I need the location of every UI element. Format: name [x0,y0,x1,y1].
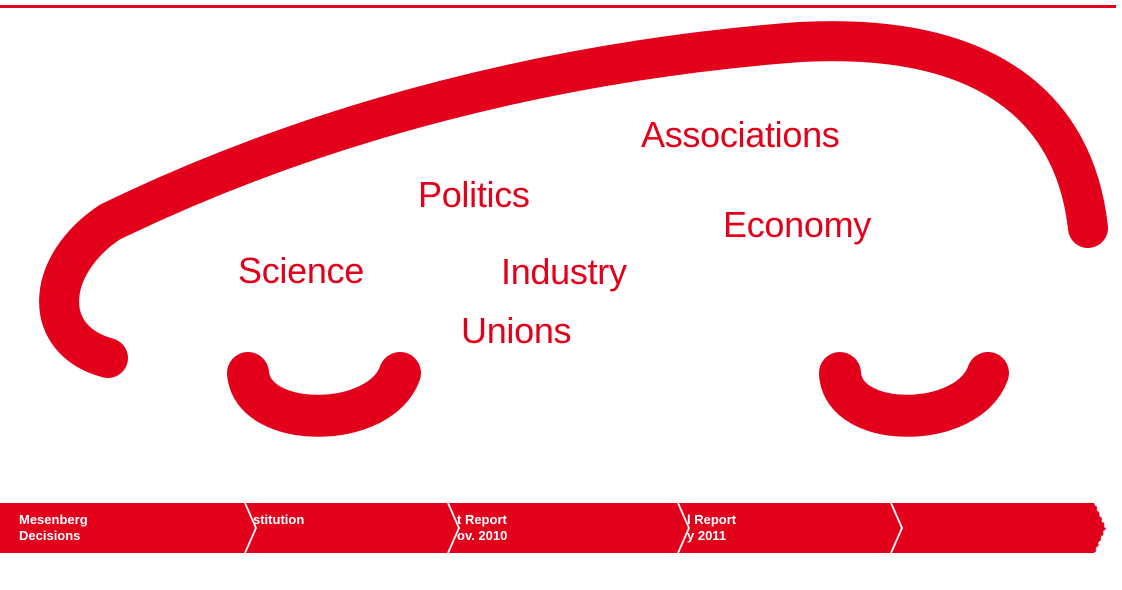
label-science: Science [238,250,364,291]
label-economy: Economy [723,204,871,245]
timeline-step-3 [449,503,688,553]
timeline-step-4 [679,503,901,553]
timeline-step-2 [246,503,458,553]
car-outline-graphic [39,21,1108,437]
timeline-step-3-label: t Report ov. 2010 [457,512,508,543]
timeline-step-4-label: l Report y 2011 [687,512,737,543]
timeline-step-5 [892,503,1106,553]
label-politics: Politics [418,174,530,215]
timeline-step-1-label: Mesenberg Decisions [19,512,88,543]
label-unions: Unions [461,310,572,351]
timeline-step-5-label [910,512,1080,548]
label-industry: Industry [501,251,627,292]
label-associations: Associations [641,114,840,155]
car-roof-arc [39,21,1108,378]
front-wheel-arc [227,352,421,437]
timeline-step-1 [0,503,255,553]
process-timeline [0,503,1108,553]
top-divider-line [0,5,1116,8]
rear-wheel-arc [819,352,1009,437]
timeline-step-2-label: stitution [253,512,305,527]
